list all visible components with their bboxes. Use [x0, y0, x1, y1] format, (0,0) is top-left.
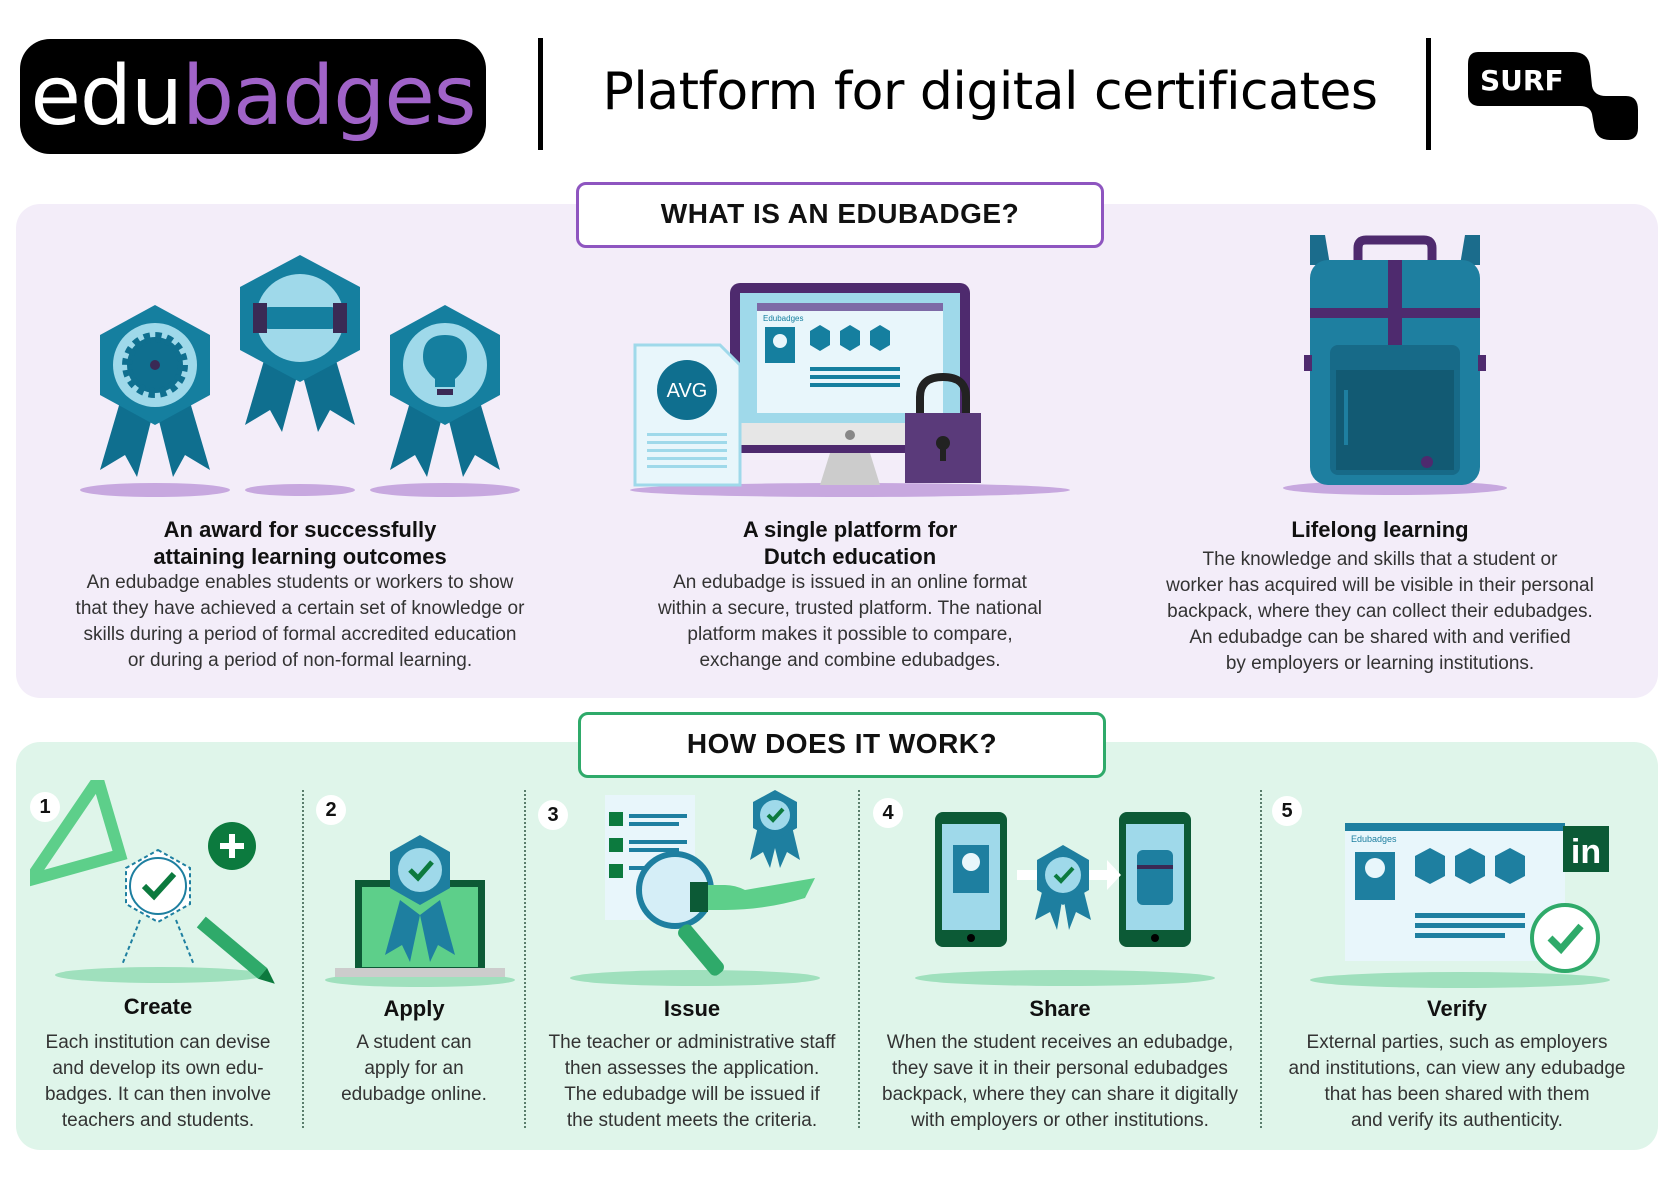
svg-text:in: in: [1571, 833, 1601, 871]
header-divider-right: [1426, 38, 1431, 150]
verified-check-icon: [1530, 903, 1600, 973]
document-icon: AVG: [633, 343, 742, 487]
checkmark-icon: [141, 871, 177, 901]
page-title: Platform for digital certificates: [602, 62, 1378, 122]
what-column-platform: A single platform for Dutch education An…: [600, 516, 1100, 674]
award-title-line1: An award for successfully: [163, 517, 437, 542]
handshake-badge-icon: [240, 255, 360, 432]
award-text-line3: skills during a period of formal accredi…: [83, 624, 517, 645]
step-create-text-line2: and develop its own edu-: [52, 1058, 264, 1079]
step-divider: [858, 790, 860, 1128]
gear-badge-icon: [100, 305, 210, 477]
step-divider: [524, 790, 526, 1128]
step-verify-title: Verify: [1427, 996, 1487, 1021]
how-heading: HOW DOES IT WORK?: [578, 712, 1106, 778]
lifelong-text-line1: The knowledge and skills that a student …: [1202, 549, 1558, 570]
step-issue-title: Issue: [663, 996, 721, 1021]
issue-illustration: [570, 790, 820, 986]
award-text-line1: An edubadge enables students or workers …: [86, 572, 514, 593]
step-divider: [1260, 790, 1262, 1128]
step-divider: [302, 790, 304, 1128]
share-illustration: [915, 812, 1215, 986]
step-number-1: 1: [30, 792, 60, 822]
award-text-line2: that they have achieved a certain set of…: [75, 598, 525, 619]
lifelong-text-line4: An edubadge can be shared with and verif…: [1189, 627, 1571, 648]
step-issue: Issue The teacher or administrative staf…: [528, 996, 856, 1134]
apply-illustration: [325, 835, 515, 987]
step-verify-text-line2: and institutions, can view any edubadge: [1288, 1058, 1626, 1079]
lifelong-text-line2: worker has acquired will be visible in t…: [1166, 575, 1594, 596]
step-create-text-line3: badges. It can then involve: [44, 1084, 272, 1105]
platform-text-line3: platform makes it possible to compare,: [687, 624, 1013, 645]
platform-text-line4: exchange and combine edubadges.: [699, 650, 1001, 671]
platform-title-line2: Dutch education: [763, 544, 937, 569]
step-apply-text-line3: edubadge online.: [341, 1084, 487, 1105]
step-create-title: Create: [123, 994, 193, 1019]
step-share-text-line4: with employers or other institutions.: [911, 1110, 1209, 1131]
step-share: Share When the student receives an eduba…: [862, 996, 1258, 1134]
platform-illustration: Edubadges AVG: [630, 283, 1070, 497]
step-issue-text-line3: The edubadge will be issued if: [564, 1084, 820, 1105]
checkmark-icon: [408, 860, 434, 882]
platform-title-line1: A single platform for: [742, 517, 958, 542]
checkmark-icon: [1053, 866, 1075, 884]
step-share-text-line2: they save it in their personal edubadges: [892, 1058, 1228, 1079]
header-divider-left: [538, 38, 543, 150]
step-number-5: 5: [1272, 796, 1302, 826]
edubadges-logo: edu badges: [20, 39, 486, 154]
pencil-icon: [196, 916, 275, 984]
step-number-4: 4: [873, 798, 903, 828]
step-create-text-line1: Each institution can devise: [45, 1032, 271, 1053]
lifelong-title: Lifelong learning: [1291, 517, 1469, 542]
triangle-ruler-icon: [30, 780, 128, 887]
what-heading: WHAT IS AN EDUBADGE?: [576, 182, 1104, 248]
step-number-3: 3: [538, 800, 568, 830]
platform-text-line2: within a secure, trusted platform. The n…: [657, 598, 1043, 619]
step-apply-text-line1: A student can: [356, 1032, 472, 1053]
step-verify-text-line4: and verify its authenticity.: [1351, 1110, 1563, 1131]
svg-text:Edubadges: Edubadges: [1351, 834, 1397, 844]
surf-logo-text: SURF: [1480, 64, 1564, 97]
logo-badges-text: badges: [181, 49, 477, 144]
linkedin-icon: [1563, 826, 1609, 872]
lightbulb-badge-icon: [390, 305, 500, 477]
what-column-award: An award for successfully attaining lear…: [30, 516, 570, 674]
step-create-text-line4: teachers and students.: [61, 1110, 255, 1131]
what-column-lifelong: Lifelong learning The knowledge and skil…: [1120, 516, 1640, 677]
platform-text-line1: An edubadge is issued in an online forma…: [673, 572, 1027, 593]
step-verify: Verify External parties, such as employe…: [1264, 996, 1650, 1134]
step-issue-text-line2: then assesses the application.: [564, 1058, 820, 1079]
step-share-title: Share: [1029, 996, 1091, 1021]
award-text-line4: or during a period of non-formal learnin…: [127, 650, 473, 671]
step-share-text-line1: When the student receives an edubadge,: [886, 1032, 1234, 1053]
step-number-2: 2: [316, 795, 346, 825]
step-apply-title: Apply: [383, 996, 445, 1021]
hand-icon: [705, 878, 815, 910]
backpack-icon: [1283, 235, 1507, 495]
surf-logo: SURF: [1468, 52, 1638, 140]
step-apply: Apply A student can apply for an edubadg…: [306, 996, 522, 1108]
award-title-line2: attaining learning outcomes: [153, 544, 447, 569]
logo-edu-text: edu: [30, 49, 182, 144]
lifelong-text-line3: backpack, where they can collect their e…: [1167, 601, 1593, 622]
award-badges-illustration: [80, 255, 520, 497]
step-apply-text-line2: apply for an: [364, 1058, 464, 1079]
step-create: Create Each institution can devise and d…: [20, 994, 296, 1134]
svg-text:Edubadges: Edubadges: [763, 314, 803, 323]
step-issue-text-line4: the student meets the criteria.: [566, 1110, 818, 1131]
verify-illustration: Edubadges in: [1310, 823, 1610, 988]
create-illustration: [30, 780, 275, 984]
svg-text:AVG: AVG: [667, 380, 708, 402]
step-issue-text-line1: The teacher or administrative staff: [548, 1032, 836, 1053]
step-verify-text-line3: that has been shared with them: [1324, 1084, 1590, 1105]
step-share-text-line3: backpack, where they can share it digita…: [882, 1084, 1238, 1105]
padlock-icon: [905, 372, 981, 483]
step-verify-text-line1: External parties, such as employers: [1306, 1032, 1608, 1053]
lifelong-text-line5: by employers or learning institutions.: [1225, 653, 1535, 674]
